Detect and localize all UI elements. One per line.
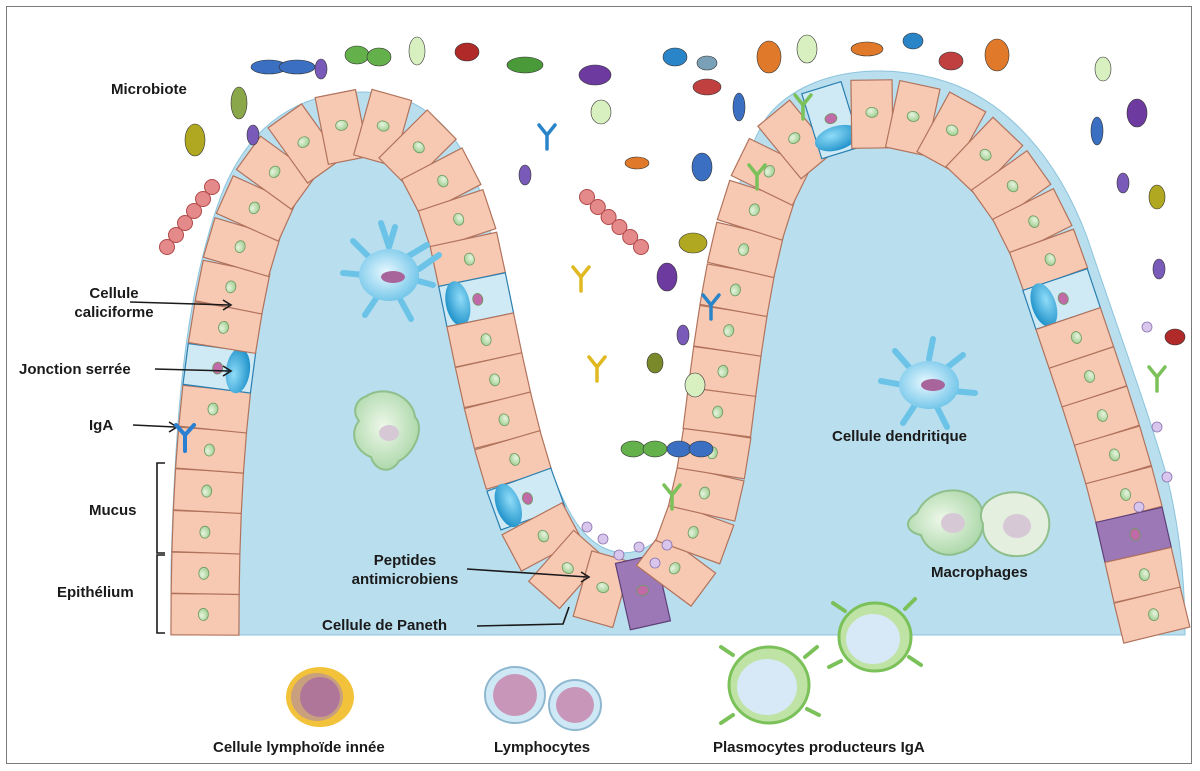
lymphocyte-1 — [485, 667, 545, 723]
label-peptides-line2: antimicrobiens — [335, 570, 475, 589]
label-jonction-serree: Jonction serrée — [19, 360, 131, 379]
label-cellule-dendritique: Cellule dendritique — [832, 427, 967, 446]
label-cellule-caliciforme-line2: caliciforme — [59, 303, 169, 322]
diagram-frame: Microbiote Cellule caliciforme Jonction … — [6, 6, 1192, 764]
label-cellule-lymphoide: Cellule lymphoïde innée — [213, 738, 385, 757]
label-mucus: Mucus — [89, 501, 137, 520]
macrophage-right-2 — [981, 492, 1049, 556]
label-iga: IgA — [89, 416, 113, 435]
label-microbiote: Microbiote — [111, 80, 187, 99]
label-peptides-antimicrobiens: Peptides antimicrobiens — [335, 551, 475, 589]
plasma-cell-1 — [721, 647, 819, 723]
innate-lymphoid-cell — [286, 667, 354, 727]
gut-epithelium-illustration — [7, 7, 1192, 764]
label-lymphocytes: Lymphocytes — [494, 738, 590, 757]
label-cellule-caliciforme: Cellule caliciforme — [59, 284, 169, 322]
label-epithelium: Epithélium — [57, 583, 134, 602]
label-cellule-paneth: Cellule de Paneth — [322, 616, 447, 635]
label-cellule-caliciforme-line1: Cellule — [59, 284, 169, 303]
lymphocyte-2 — [549, 680, 601, 730]
label-macrophages: Macrophages — [931, 563, 1028, 582]
label-plasmocytes: Plasmocytes producteurs IgA — [713, 738, 925, 757]
label-peptides-line1: Peptides — [335, 551, 475, 570]
